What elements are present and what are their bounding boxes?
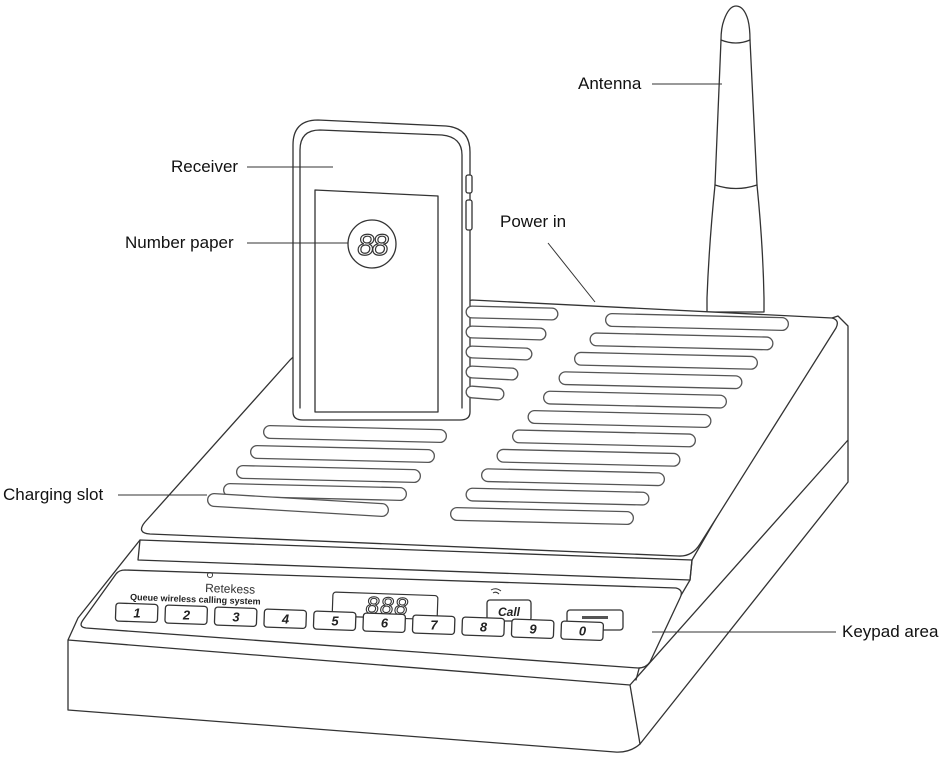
key-9-label: 9 <box>529 622 537 637</box>
charging-slot-left-4-inner <box>224 484 406 500</box>
charging-slot-right-5-inner <box>544 391 726 408</box>
receiver-number-paper: 88 <box>347 219 397 269</box>
key-8-cap <box>461 616 506 638</box>
key-9[interactable]: 9 <box>510 618 555 640</box>
system-subtitle: Queue wireless calling system <box>130 592 261 607</box>
charging-slot-right-1-inner <box>606 314 788 330</box>
key-3-cap <box>213 606 258 628</box>
power-in-callout: Power in <box>500 212 567 231</box>
key-0-label: 0 <box>579 624 587 639</box>
charging-slot-right-7-inner <box>513 430 695 447</box>
keypad-area-callout: Keypad area <box>842 622 939 641</box>
charging-slot-right-11-inner <box>451 508 633 524</box>
charging-slot-right-2-inner <box>590 333 773 350</box>
charging-slot-right-3-inner <box>575 353 757 369</box>
signal-icon <box>490 588 502 595</box>
power-in-leader <box>547 242 596 303</box>
charging-slot-upper-3-inner <box>466 346 532 360</box>
key-4[interactable]: 4 <box>263 608 308 630</box>
key-7[interactable]: 7 <box>411 614 456 636</box>
charging-slot-right-8-inner <box>497 450 680 466</box>
receiver-pager <box>292 119 473 421</box>
charging-slot-upper-1-inner <box>466 306 558 320</box>
charging-slot-upper-2-inner <box>466 326 546 340</box>
charging-slot-left-2-inner <box>251 446 434 462</box>
leader-lines <box>118 83 836 633</box>
key-5[interactable]: 5 <box>312 610 357 632</box>
antenna <box>706 5 765 313</box>
charging-slot-right-4-inner <box>559 372 742 388</box>
key-5-label: 5 <box>331 614 339 629</box>
number-paper-callout: Number paper <box>125 233 234 252</box>
charging-slot-left-3-inner <box>237 466 420 482</box>
charging-slot-callout: Charging slot <box>3 485 104 504</box>
key-7-cap <box>411 614 456 636</box>
key-1-cap <box>114 602 159 624</box>
key-1-label: 1 <box>133 606 140 621</box>
charging-slot-left-5-inner <box>208 494 388 516</box>
key-0[interactable]: 0 <box>560 620 605 642</box>
charging-slot-right-9-inner <box>482 469 664 485</box>
call-button[interactable]: Call <box>486 599 532 622</box>
key-2-label: 2 <box>182 608 191 623</box>
power-icon <box>206 571 214 579</box>
charging-slot-upper-5-inner <box>466 386 504 400</box>
call-button-label: Call <box>498 605 521 619</box>
key-5-cap <box>312 610 357 632</box>
key-4-label: 4 <box>281 612 290 627</box>
key-8[interactable]: 8 <box>461 616 506 638</box>
key-4-cap <box>263 608 308 630</box>
key-1[interactable]: 1 <box>114 602 159 624</box>
charging-slot-upper-4-inner <box>466 366 518 380</box>
number-keys: 1 2 3 4 5 6 7 8 9 0 <box>114 602 605 642</box>
key-0-cap <box>560 620 605 642</box>
charging-slot-right-10-inner <box>466 488 649 505</box>
key-9-cap <box>510 618 555 640</box>
key-8-label: 8 <box>480 620 488 635</box>
key-7-label: 7 <box>430 618 438 633</box>
key-3[interactable]: 3 <box>213 606 258 628</box>
antenna-callout: Antenna <box>578 74 642 93</box>
key-3-label: 3 <box>232 610 240 625</box>
key-6[interactable]: 6 <box>362 612 407 634</box>
charging-slots <box>207 305 789 525</box>
keypad-details: Retekess Queue wireless calling system 8… <box>114 571 624 642</box>
receiver-display-digits: 88 <box>357 229 389 262</box>
receiver-callout: Receiver <box>171 157 239 176</box>
brand-name: Retekess <box>205 581 255 597</box>
key-6-cap <box>362 612 407 634</box>
key-6-label: 6 <box>381 616 389 631</box>
charging-slot-left-1-inner <box>264 426 446 442</box>
key-2-cap <box>164 604 209 626</box>
charging-slot-right-6-inner <box>528 411 711 427</box>
key-2[interactable]: 2 <box>164 604 209 626</box>
